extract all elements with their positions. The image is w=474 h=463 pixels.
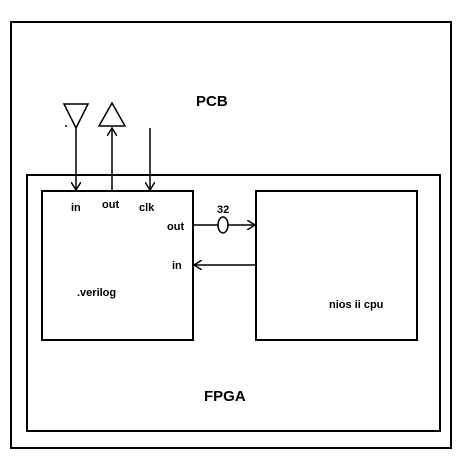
output-pin-triangle-icon <box>97 101 127 127</box>
fpga-label: FPGA <box>204 388 246 405</box>
verilog-port-in: in <box>71 202 81 214</box>
bus-width-marker-icon <box>217 216 229 234</box>
verilog-label: .verilog <box>77 287 116 299</box>
verilog-port-clk: clk <box>139 202 155 214</box>
pcb-board <box>10 21 452 449</box>
verilog-port-out: out <box>102 199 119 211</box>
pcb-label: PCB <box>196 93 228 110</box>
cpu-label: nios ii cpu <box>329 299 383 311</box>
bus-width-label: 32 <box>217 204 229 216</box>
input-pin-triangle-icon <box>62 103 90 130</box>
verilog-side-port-out: out <box>167 221 184 233</box>
verilog-block <box>41 190 194 341</box>
verilog-side-port-in: in <box>172 260 182 272</box>
fpga-box <box>26 174 441 432</box>
input-pin-dot <box>65 125 67 127</box>
cpu-block <box>255 190 418 341</box>
